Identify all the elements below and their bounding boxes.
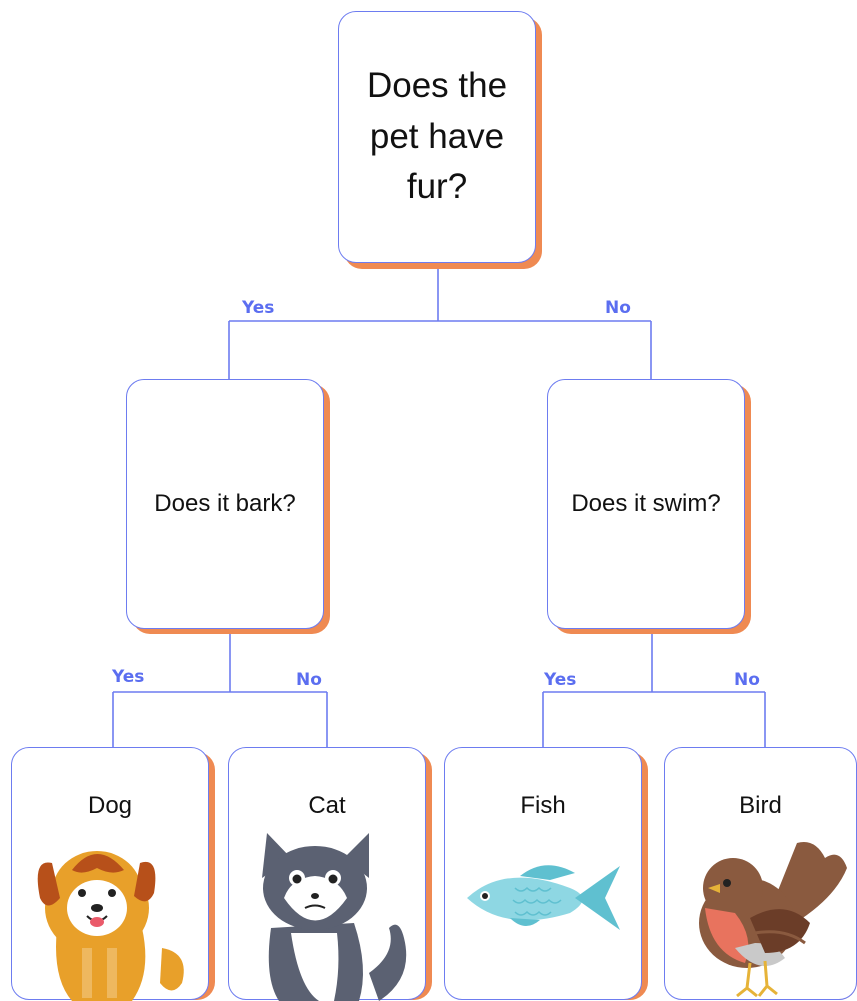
edge-label-root-yes: Yes	[242, 298, 275, 318]
cat-icon	[262, 833, 407, 1001]
left-question-text: Does it bark?	[154, 490, 296, 517]
cat-label: Cat	[308, 792, 346, 819]
edge-label-right-no: No	[734, 670, 760, 690]
dog-label: Dog	[87, 792, 133, 819]
fish-leaf-node: Fish	[444, 747, 642, 1000]
edge-label-root-no: No	[605, 298, 631, 318]
dog-icon	[37, 851, 184, 1001]
cat-leaf-node: Cat	[228, 747, 426, 1001]
root-question-node: Does the pet have fur?	[338, 11, 536, 263]
fish-label: Fish	[520, 792, 566, 819]
dog-leaf-node: Dog	[11, 747, 209, 1001]
fish-icon	[467, 865, 620, 930]
bird-icon	[699, 842, 847, 998]
edge-label-left-no: No	[296, 670, 322, 690]
bird-label: Bird	[739, 792, 782, 819]
right-question-text: Does it swim?	[571, 490, 721, 517]
right-question-node: Does it swim?	[547, 379, 745, 629]
edge-label-right-yes: Yes	[544, 670, 577, 690]
bird-leaf-node: Bird	[664, 747, 857, 1000]
edge-label-left-yes: Yes	[112, 667, 145, 687]
left-question-node: Does it bark?	[126, 379, 324, 629]
root-question-text: Does the pet have fur?	[366, 65, 508, 207]
